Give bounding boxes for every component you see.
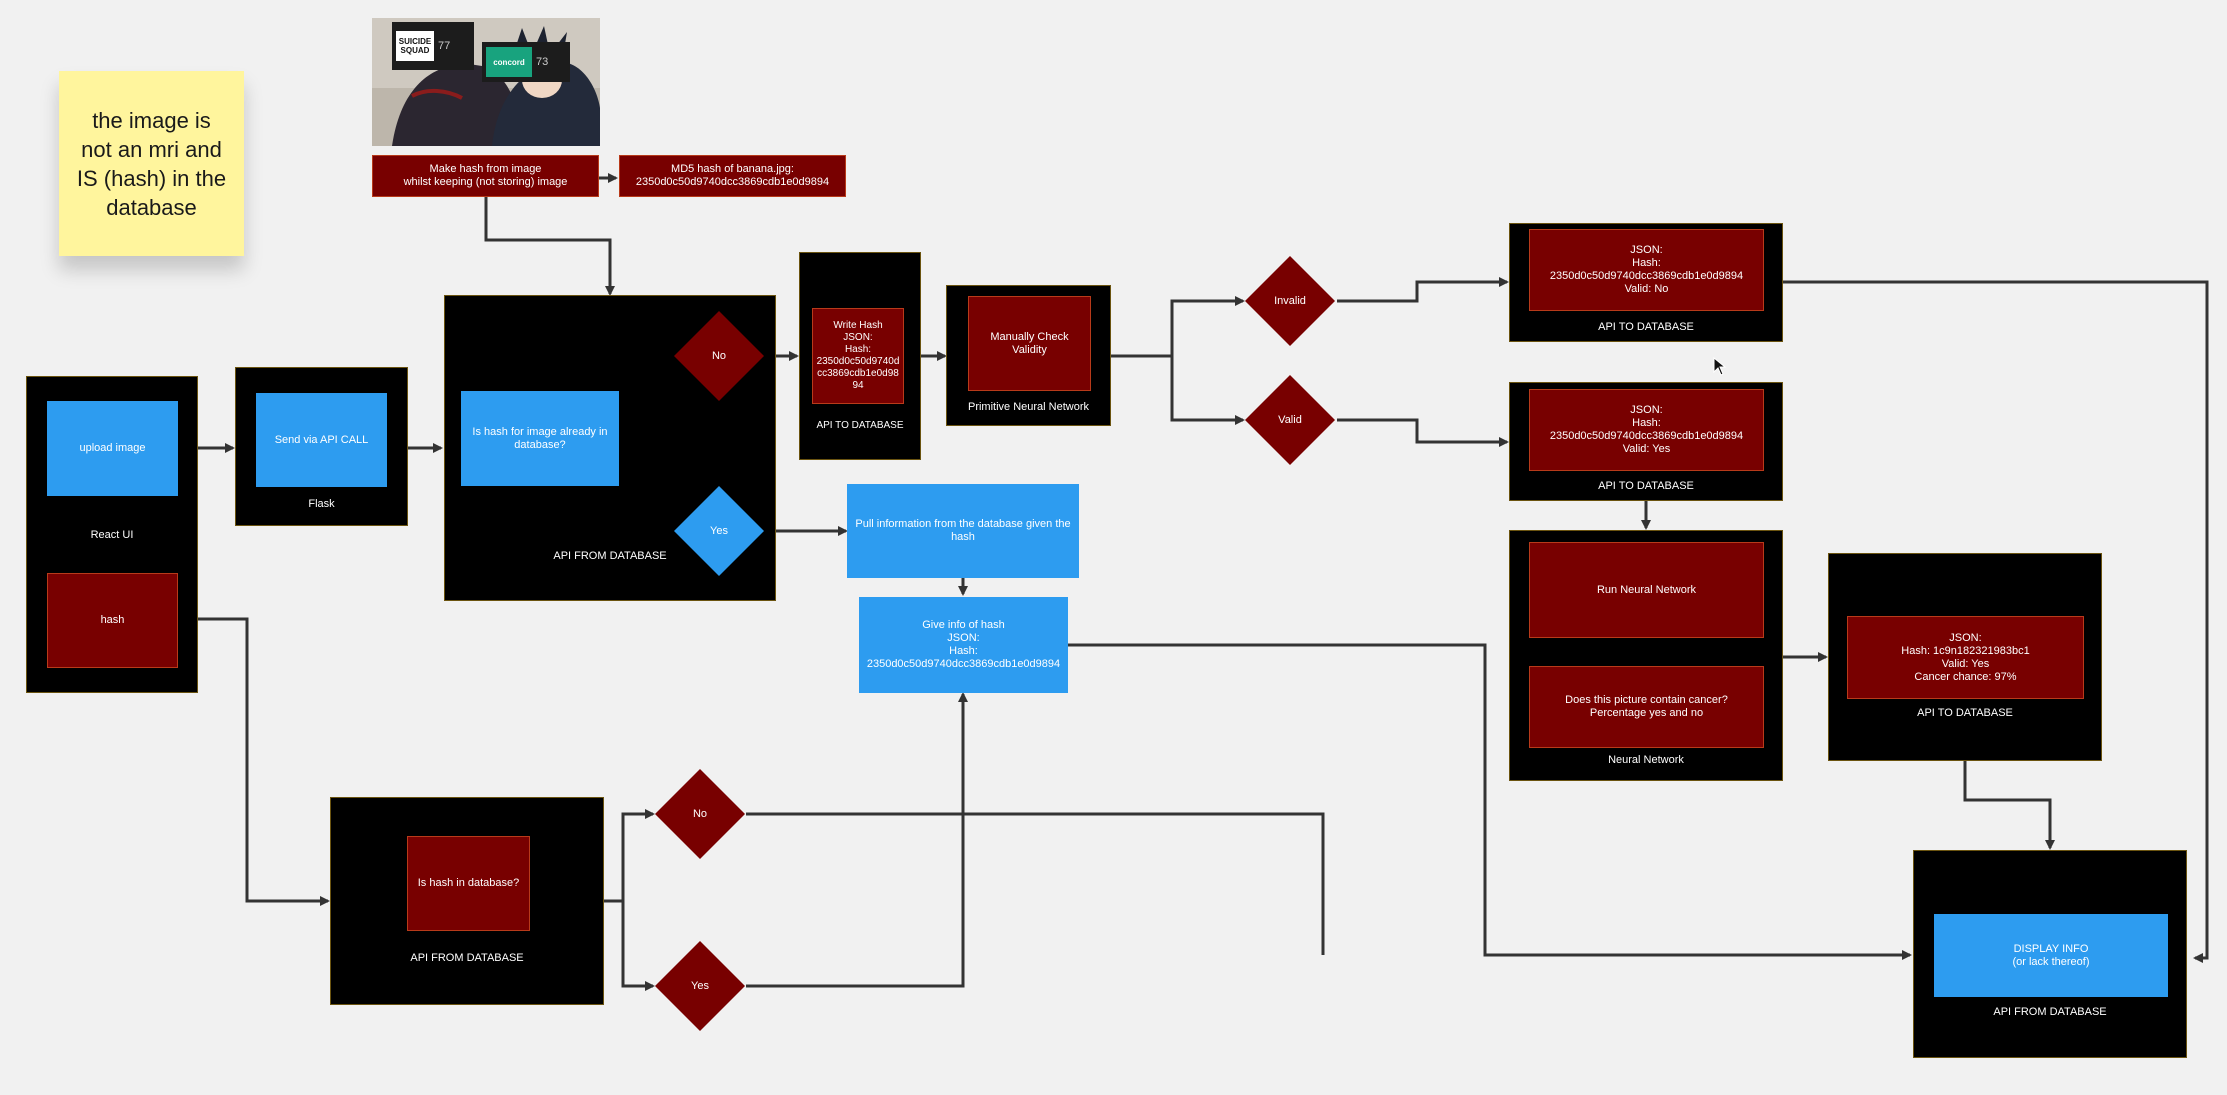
diamond-shape xyxy=(655,769,745,859)
pull-information-box[interactable]: Pull information from the database given… xyxy=(847,484,1079,578)
connector-valid-to-json xyxy=(1337,418,1509,447)
api-to-database-valid-container[interactable]: JSON: Hash: 2350d0c50d9740dcc3869cdb1e0d… xyxy=(1509,382,1783,501)
decision-no-2-label: No xyxy=(692,808,708,820)
manually-check-validity-box[interactable]: Manually Check Validity xyxy=(968,296,1091,391)
react-ui-caption: React UI xyxy=(90,529,134,541)
decision-no-diamond[interactable]: No xyxy=(674,311,764,401)
diamond-shape xyxy=(674,486,764,576)
concord-logo: concord xyxy=(486,47,532,77)
sticky-note-text: the image is not an mri and IS (hash) in… xyxy=(76,107,227,220)
decision-valid-diamond[interactable]: Valid xyxy=(1245,375,1335,465)
api-to-database-result-container[interactable]: JSON: Hash: 1c9n182321983bc1 Valid: Yes … xyxy=(1828,553,2102,761)
md5-hash-box[interactable]: MD5 hash of banana.jpg: 2350d0c50d9740dc… xyxy=(619,155,846,197)
decision-yes-label: Yes xyxy=(710,525,728,537)
logo-card-1: SUICIDE SQUAD 77 xyxy=(392,22,474,70)
decision-invalid-label: Invalid xyxy=(1274,295,1306,307)
connector-yes2-to-give xyxy=(746,692,968,988)
hash-box[interactable]: hash xyxy=(47,573,178,668)
is-hash-in-database-box[interactable]: Is hash in database? xyxy=(407,836,530,931)
diamond-shape xyxy=(655,941,745,1031)
decision-invalid-diamond[interactable]: Invalid xyxy=(1245,256,1335,346)
send-api-call-box[interactable]: Send via API CALL xyxy=(256,393,387,487)
primitive-neural-network-container[interactable]: Manually Check Validity Primitive Neural… xyxy=(946,285,1111,426)
connector-result-to-display xyxy=(1963,761,2055,850)
connector-no2-to-display xyxy=(746,812,1325,955)
connector-hash-to-api2 xyxy=(198,617,330,906)
write-hash-box[interactable]: Write Hash JSON: Hash: 2350d0c50d9740d c… xyxy=(812,308,904,404)
api-to-database-valid-caption: API TO DATABASE xyxy=(1598,480,1694,492)
logo-2-number: 73 xyxy=(536,56,549,68)
write-hash-caption: API TO DATABASE xyxy=(816,420,904,431)
connector-invalid-json-to-display xyxy=(1783,280,2209,963)
make-hash-box[interactable]: Make hash from image whilst keeping (not… xyxy=(372,155,599,197)
primitive-neural-network-caption: Primitive Neural Network xyxy=(967,401,1090,413)
decision-yes-2-diamond[interactable]: Yes xyxy=(655,941,745,1031)
api-from-database-2-caption: API FROM DATABASE xyxy=(410,952,524,964)
connector-make-hash-to-api xyxy=(484,197,615,296)
diamond-shape xyxy=(674,311,764,401)
api-from-database-caption: API FROM DATABASE xyxy=(553,550,667,562)
decision-no-label: No xyxy=(711,350,727,362)
hash-exists-question-box[interactable]: Is hash for image already in database? xyxy=(461,391,619,486)
display-info-container[interactable]: DISPLAY INFO (or lack thereof) API FROM … xyxy=(1913,850,2187,1058)
uploaded-image-preview[interactable]: SUICIDE SQUAD 77 concord 73 xyxy=(372,18,600,146)
display-info-box[interactable]: DISPLAY INFO (or lack thereof) xyxy=(1934,914,2168,997)
flask-caption: Flask xyxy=(308,498,335,510)
api-to-database-invalid-container[interactable]: JSON: Hash: 2350d0c50d9740dcc3869cdb1e0d… xyxy=(1509,223,1783,342)
decision-no-2-diamond[interactable]: No xyxy=(655,769,745,859)
result-json-box[interactable]: JSON: Hash: 1c9n182321983bc1 Valid: Yes … xyxy=(1847,616,2084,699)
anime-illustration xyxy=(372,18,600,146)
api-to-database-result-caption: API TO DATABASE xyxy=(1917,707,2013,719)
neural-network-container[interactable]: Run Neural Network Does this picture con… xyxy=(1509,530,1783,781)
connector-primitive-to-valid xyxy=(1170,356,1245,425)
cancer-question-box[interactable]: Does this picture contain cancer? Percen… xyxy=(1529,666,1764,748)
connector-give-to-display xyxy=(1068,643,1912,960)
decision-valid-label: Valid xyxy=(1278,414,1302,426)
diamond-shape xyxy=(1245,256,1335,346)
run-neural-network-box[interactable]: Run Neural Network xyxy=(1529,542,1764,638)
api-from-database-2-container[interactable]: Is hash in database? API FROM DATABASE xyxy=(330,797,604,1005)
logo-1-number: 77 xyxy=(438,40,451,52)
connector-api2-to-yes xyxy=(621,901,655,991)
api-to-database-invalid-caption: API TO DATABASE xyxy=(1598,321,1694,333)
give-info-box[interactable]: Give info of hash JSON: Hash: 2350d0c50d… xyxy=(859,597,1068,693)
connector-api2-to-no xyxy=(604,809,655,903)
mouse-cursor-icon xyxy=(1713,357,1727,376)
write-hash-container[interactable]: Write Hash JSON: Hash: 2350d0c50d9740d c… xyxy=(799,252,921,460)
flask-container[interactable]: Send via API CALL Flask xyxy=(235,367,408,526)
valid-json-box[interactable]: JSON: Hash: 2350d0c50d9740dcc3869cdb1e0d… xyxy=(1529,389,1764,471)
connector-primitive-to-invalid xyxy=(1111,296,1245,358)
decision-yes-diamond[interactable]: Yes xyxy=(674,486,764,576)
decision-yes-2-label: Yes xyxy=(691,980,709,992)
sticky-note[interactable]: the image is not an mri and IS (hash) in… xyxy=(59,71,244,256)
suicide-squad-logo: SUICIDE SQUAD xyxy=(396,31,434,61)
invalid-json-box[interactable]: JSON: Hash: 2350d0c50d9740dcc3869cdb1e0d… xyxy=(1529,229,1764,311)
diamond-shape xyxy=(1245,375,1335,465)
display-info-caption: API FROM DATABASE xyxy=(1993,1006,2107,1018)
connector-invalid-to-json xyxy=(1337,277,1509,303)
upload-image-button[interactable]: upload image xyxy=(47,401,178,496)
neural-network-caption: Neural Network xyxy=(1608,754,1684,766)
logo-card-2: concord 73 xyxy=(482,42,570,82)
react-ui-container[interactable]: upload image React UI hash xyxy=(26,376,198,693)
